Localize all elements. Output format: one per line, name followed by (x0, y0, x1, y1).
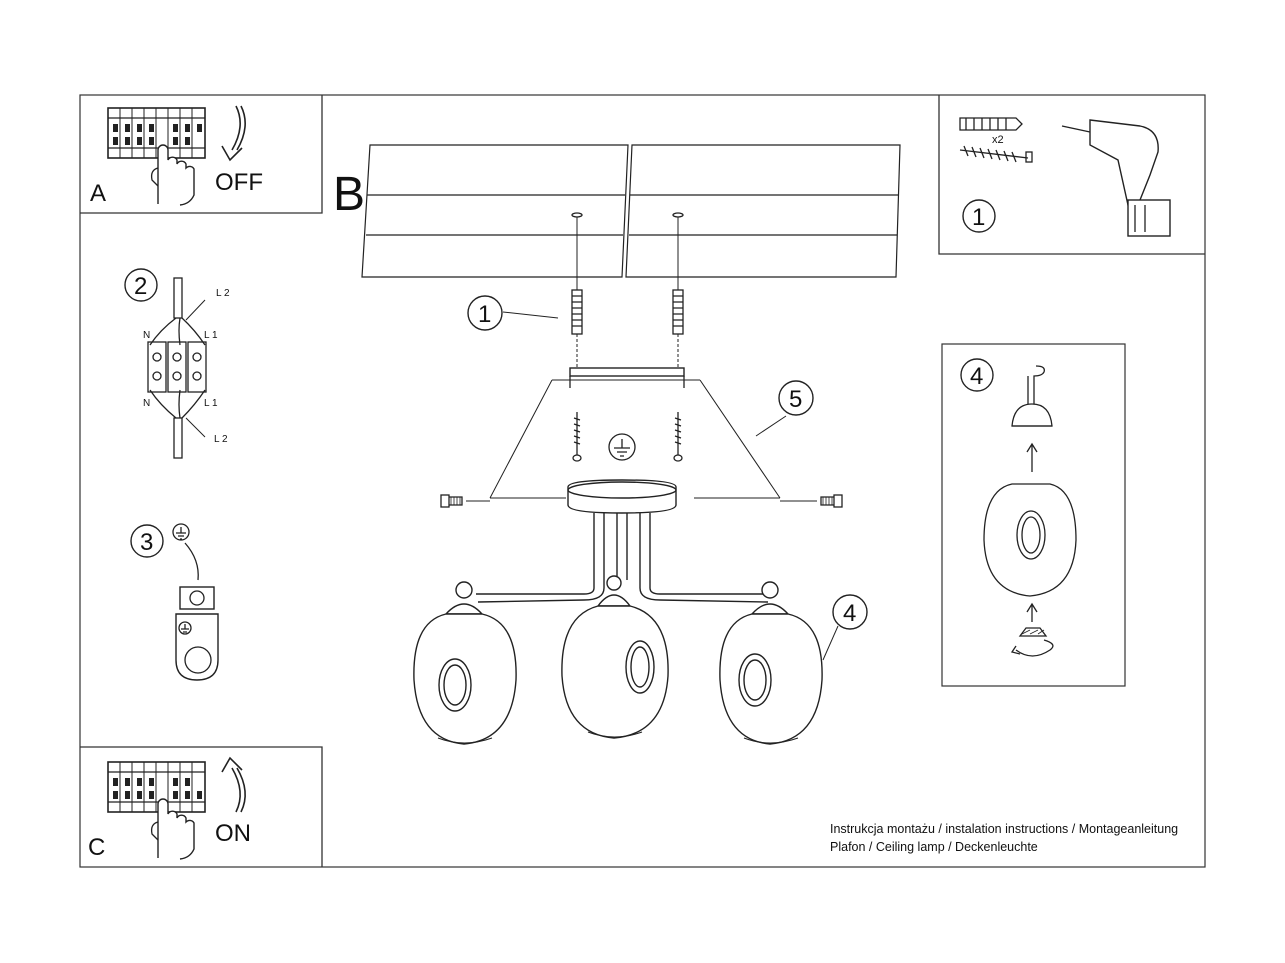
shade-detail-diagram (960, 358, 1077, 657)
shade-detail-step-number: 4 (970, 363, 983, 390)
callout-circle-shades (832, 594, 868, 630)
callout-shades-number: 4 (843, 600, 856, 627)
tools-step-number: 1 (972, 204, 985, 231)
ground-terminal-diagram (130, 523, 219, 681)
breaker-on-icon (107, 761, 206, 860)
arrow-down-icon (221, 105, 246, 162)
breaker-off-icon (107, 107, 206, 206)
wiring-step-number: 2 (134, 273, 147, 300)
canopy-screw-left (572, 412, 582, 462)
callout-leader-canopy (755, 415, 787, 437)
side-screw-left (440, 494, 490, 508)
wiring-label-l1-top: L 1 (204, 330, 218, 341)
panel-a-frame (80, 95, 323, 214)
arrow-up-icon (221, 756, 246, 813)
callout-circle-canopy (778, 380, 814, 416)
shade-left (413, 613, 517, 745)
wall-plug-right (672, 289, 684, 368)
shade-center (561, 605, 669, 739)
wiring-connector-diagram (124, 268, 207, 459)
panel-b-letter: B (333, 168, 365, 221)
tools-step-circle (962, 199, 996, 233)
callout-circle-anchor (467, 295, 503, 331)
callout-canopy-number: 5 (789, 386, 802, 413)
panel-c-letter: C (88, 834, 105, 861)
side-screw-right (780, 494, 843, 508)
footer-subtitle: Plafon / Ceiling lamp / Deckenleuchte (830, 840, 1038, 854)
mounting-bracket (569, 367, 685, 388)
tools-quantity: x2 (992, 134, 1004, 146)
wiring-label-l2-top: L 2 (216, 288, 230, 299)
screw-icon (959, 145, 1033, 163)
wall-plug-left (571, 289, 583, 368)
wiring-label-l1-bottom: L 1 (204, 398, 218, 409)
canopy-screw-right (673, 412, 683, 462)
wiring-label-n-top: N (143, 330, 150, 341)
ceiling-boards (361, 144, 901, 290)
panel-a-letter: A (90, 180, 106, 207)
ground-symbol-icon (608, 433, 636, 461)
ceiling-lamp (444, 479, 790, 615)
tools-panel-frame (938, 95, 1205, 255)
shade-right (719, 613, 823, 745)
callout-anchor-number: 1 (478, 301, 491, 328)
wall-plug-icon (959, 117, 1023, 131)
wiring-label-n-bottom: N (143, 398, 150, 409)
canopy-outline (489, 379, 781, 499)
panel-a-action: OFF (215, 169, 263, 196)
panel-c-action: ON (215, 820, 251, 847)
callout-leader-anchor (502, 311, 559, 319)
wiring-label-l2-bottom: L 2 (214, 434, 228, 445)
footer-title: Instrukcja montażu / instalation instruc… (830, 822, 1179, 836)
panel-c-frame (80, 746, 323, 867)
shade-detail-frame (941, 343, 1126, 687)
ground-step-number: 3 (140, 529, 153, 556)
drill-icon (1061, 119, 1171, 237)
outer-frame (79, 94, 1206, 868)
callout-leader-shades (822, 625, 839, 661)
